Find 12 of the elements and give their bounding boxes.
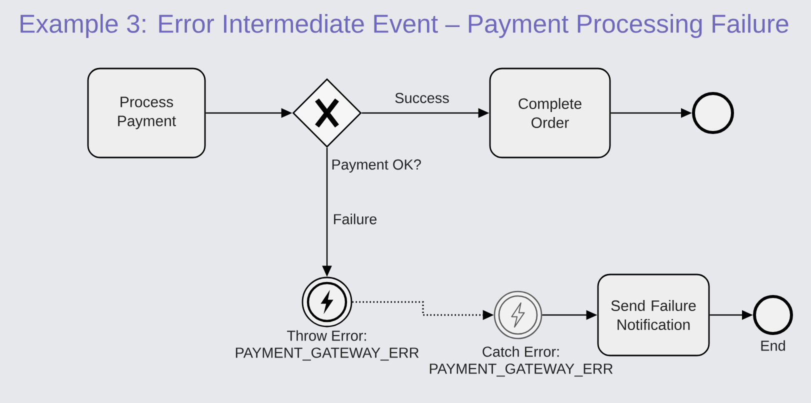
edge-label: Failure: [334, 214, 377, 224]
gateway-label: Payment OK?: [332, 159, 421, 173]
error-event-circle: [494, 290, 542, 340]
edge-label: Success: [395, 92, 449, 104]
title: Example 3: Error Intermediate Event – Payment Processing Failure: [20, 14, 788, 38]
error-event-circle: [302, 276, 352, 328]
task-box: Send Failure Notification: [597, 274, 710, 356]
task-box: Process Payment: [87, 68, 206, 158]
end-event-circle: [753, 295, 793, 335]
event-label: End: [761, 340, 785, 351]
task-box: Complete Order: [489, 68, 611, 158]
event-label: Throw Error: PAYMENT_GATEWAY_ERR: [236, 330, 419, 361]
